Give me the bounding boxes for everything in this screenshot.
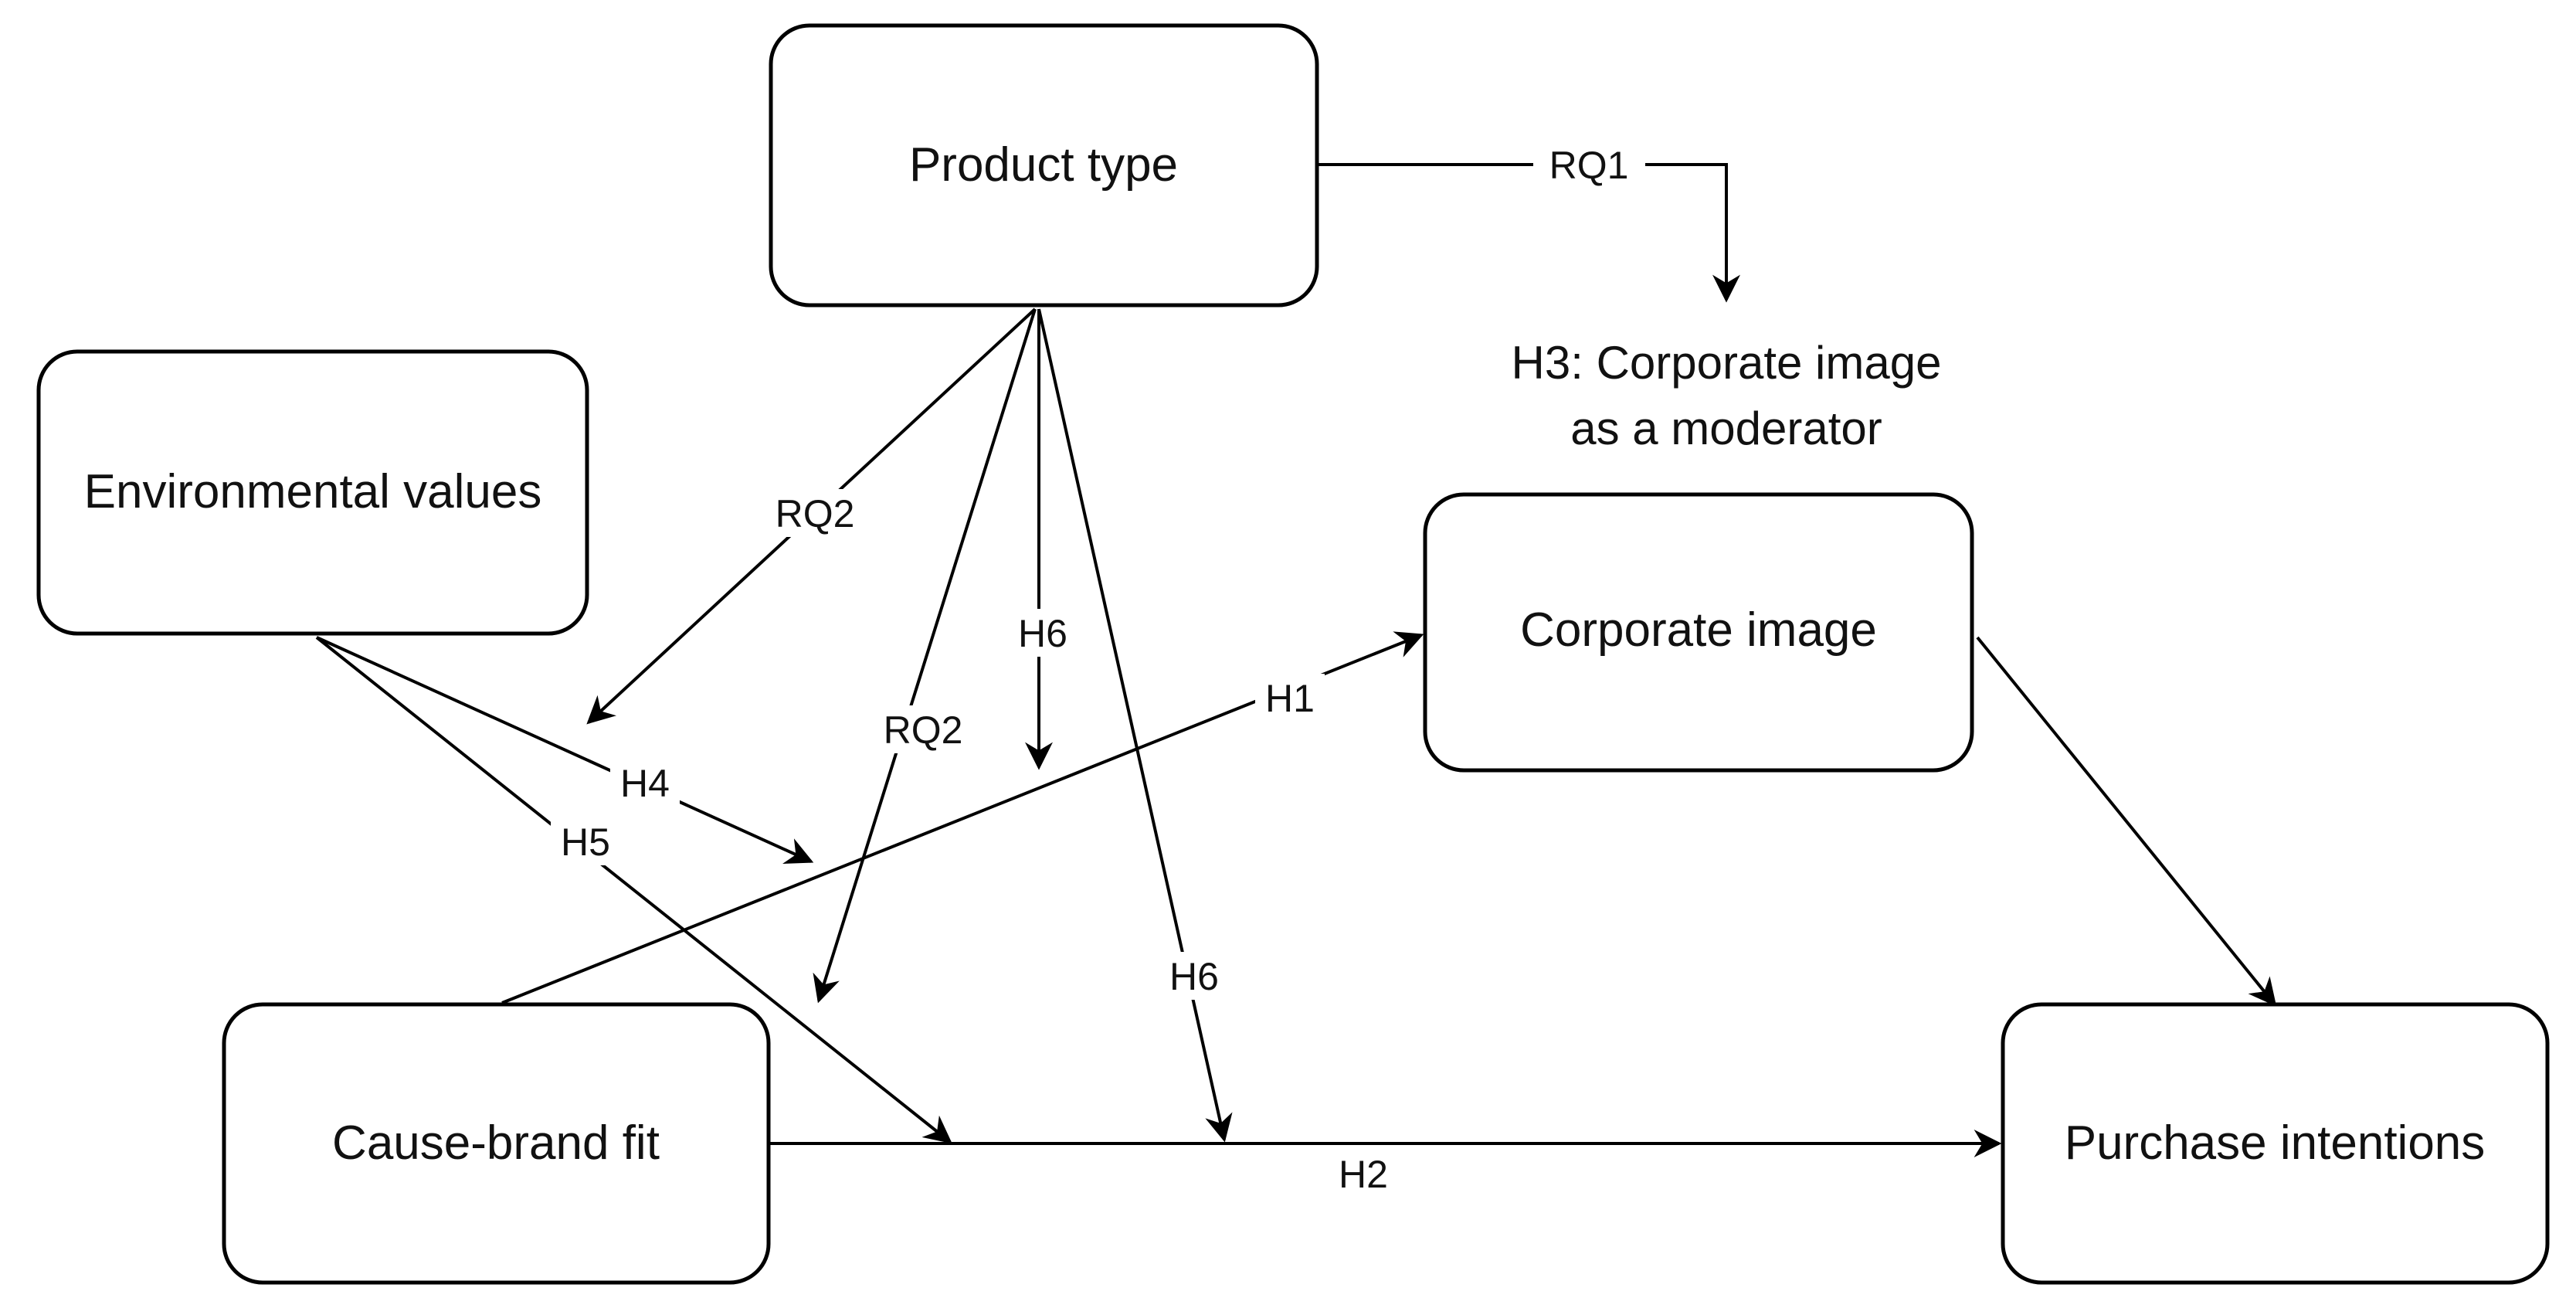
edge-label-h1: H1 xyxy=(1255,674,1325,722)
edge-label-h5-text: H5 xyxy=(561,821,610,864)
edge-h5 xyxy=(315,636,952,1144)
edge-label-h6-lower-text: H6 xyxy=(1169,955,1219,998)
moderator-note-line1: H3: Corporate image xyxy=(1512,337,1942,389)
node-corporate-image: Corporate image xyxy=(1423,492,1974,773)
node-cause-brand-fit: Cause-brand fit xyxy=(222,1002,771,1285)
node-cause-brand-fit-label: Cause-brand fit xyxy=(332,1116,660,1170)
edge-label-rq2-left-text: RQ2 xyxy=(776,492,855,535)
edge-label-h4-text: H4 xyxy=(620,762,670,805)
edge-label-rq2-left: RQ2 xyxy=(757,489,873,537)
edge-rq1 xyxy=(1317,163,1740,303)
edge-label-h6-lower: H6 xyxy=(1159,952,1230,1000)
edge-rq2-mid xyxy=(813,308,1037,1004)
node-purchase-intentions-label: Purchase intentions xyxy=(2065,1116,2486,1170)
edge-label-rq2-mid-text: RQ2 xyxy=(884,708,963,752)
node-purchase-intentions: Purchase intentions xyxy=(2001,1002,2550,1285)
moderator-note-line2: as a moderator xyxy=(1570,403,1882,454)
edge-label-rq2-mid: RQ2 xyxy=(865,705,981,753)
node-product-type-label: Product type xyxy=(909,138,1178,192)
edge-label-h6-upper-text: H6 xyxy=(1018,612,1067,655)
edge-label-h5: H5 xyxy=(551,817,620,865)
node-product-type: Product type xyxy=(769,23,1319,308)
node-corporate-image-label: Corporate image xyxy=(1520,603,1877,657)
edge-image-to-intentions xyxy=(1976,636,2277,1007)
edge-h6-lower xyxy=(1037,308,1233,1143)
node-environmental-values-label: Environmental values xyxy=(84,465,542,518)
edge-label-rq1-text: RQ1 xyxy=(1549,144,1629,187)
edge-label-h6-upper: H6 xyxy=(1008,609,1078,657)
edge-label-h1-text: H1 xyxy=(1265,677,1315,720)
moderator-note: H3: Corporate image as a moderator xyxy=(1512,337,1942,454)
edge-label-h2-text: H2 xyxy=(1339,1153,1388,1196)
node-environmental-values: Environmental values xyxy=(36,349,589,636)
edge-h4 xyxy=(316,636,814,865)
edge-label-h2: H2 xyxy=(1329,1150,1398,1198)
edge-label-rq1: RQ1 xyxy=(1533,141,1645,188)
edge-label-h4: H4 xyxy=(610,759,680,806)
